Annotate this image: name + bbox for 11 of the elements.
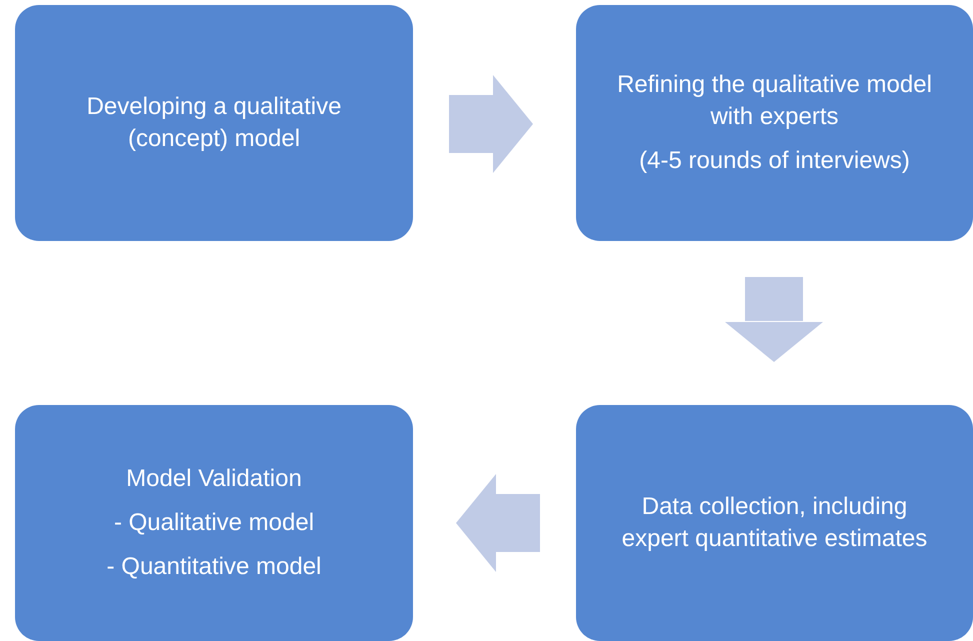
box-text: - Qualitative model: [114, 508, 314, 538]
box-text: Developing a qualitative (concept) model: [86, 92, 342, 154]
process-box: [15, 405, 413, 641]
box-text: Model Validation: [126, 464, 302, 494]
box-text: (4-5 rounds of interviews): [639, 146, 910, 176]
box-text: Refining the qualitative model with experts: [616, 70, 933, 132]
process-box: [15, 5, 413, 241]
process-box: [576, 5, 973, 241]
process-box: [576, 405, 973, 641]
box-text: Data collection, including expert quantitative estimates: [620, 492, 928, 554]
box-text: - Quantitative model: [106, 552, 322, 582]
